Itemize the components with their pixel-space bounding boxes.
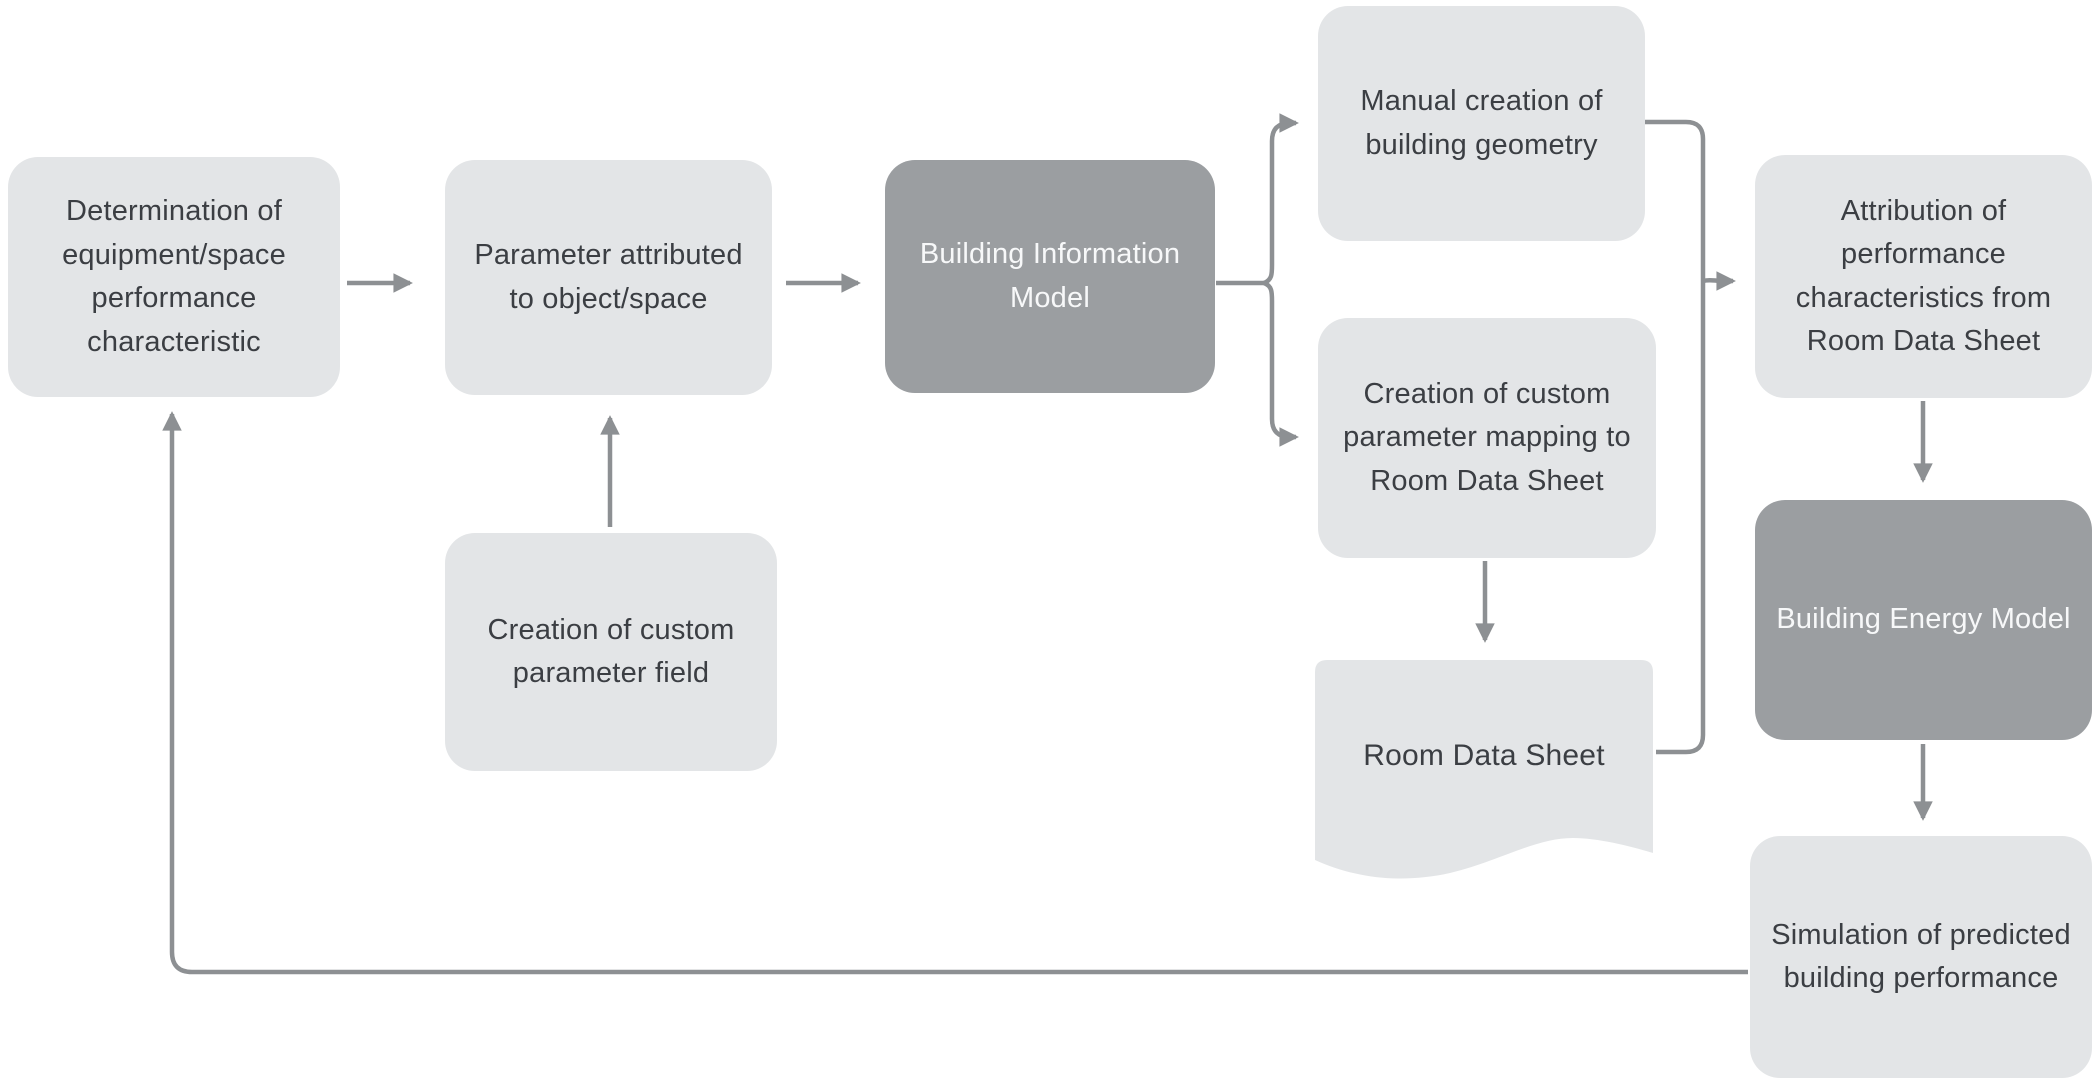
room-data-sheet-shape	[1315, 660, 1653, 879]
node-room-data-sheet-label: Room Data Sheet	[1363, 738, 1605, 772]
node-manual-creation-geometry: Manual creation of building geometry	[1318, 6, 1645, 241]
edge-simulation-to-determination	[162, 411, 1748, 975]
node-creation-custom-parameter-field: Creation of custom parameter field	[445, 533, 777, 771]
node-determination: Determination of equipment/space perform…	[8, 157, 340, 397]
node-custom-parameter-mapping: Creation of custom parameter mapping to …	[1318, 318, 1656, 558]
edge-bim-to-manual-geometry	[1263, 113, 1299, 286]
node-building-energy-model: Building Energy Model	[1755, 500, 2092, 740]
node-parameter-attributed: Parameter attributed to object/space	[445, 160, 772, 395]
edge-bim-to-mapping	[1263, 280, 1299, 447]
edge-merge-to-attribution	[1702, 271, 1736, 291]
node-attribution-performance: Attribution of performance characteristi…	[1755, 155, 2092, 398]
node-building-information-model: Building Information Model	[885, 160, 1215, 393]
edge-rail-manual-geometry-rds	[1645, 119, 1706, 755]
node-simulation-predicted-performance: Simulation of predicted building perform…	[1750, 836, 2092, 1078]
